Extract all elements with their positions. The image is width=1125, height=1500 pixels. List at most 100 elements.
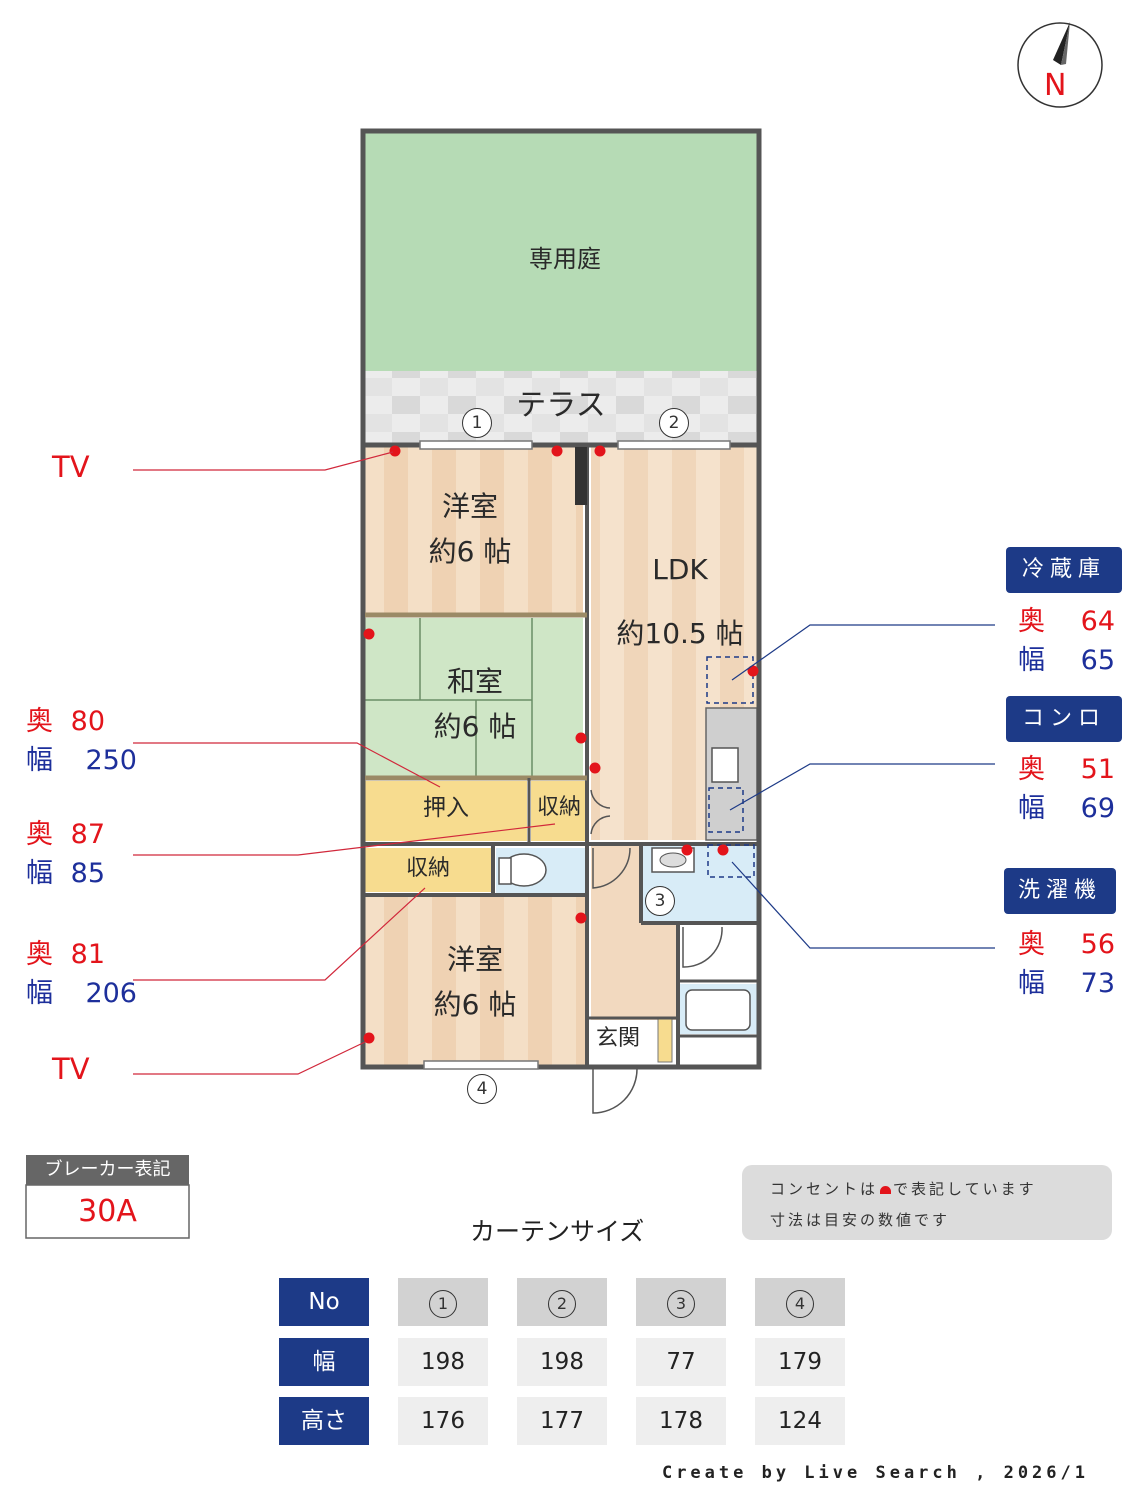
storage-2 bbox=[365, 848, 491, 892]
width-value: 73 bbox=[1080, 968, 1115, 999]
window-number-1: 1 bbox=[462, 408, 492, 438]
row-header-height: 高さ bbox=[279, 1397, 369, 1445]
storage-2-label: 収納 bbox=[405, 856, 450, 881]
garden-label: 専用庭 bbox=[529, 245, 601, 273]
curtain-no-value: 4 bbox=[786, 1290, 814, 1318]
curtain-no-value: 1 bbox=[429, 1290, 457, 1318]
western-room-2 bbox=[365, 897, 587, 1065]
depth-label: 奥 bbox=[26, 706, 53, 737]
width-label: 幅 bbox=[26, 978, 53, 1009]
curtain-no-4: 4 bbox=[755, 1278, 845, 1326]
oshiire-dimensions: 奥 80 幅 250 bbox=[26, 702, 137, 780]
room-size: 約6 帖 bbox=[433, 987, 517, 1021]
depth-value: 56 bbox=[1080, 929, 1115, 960]
window-number-2: 2 bbox=[659, 408, 689, 438]
curtain-height-2: 177 bbox=[517, 1397, 607, 1445]
terrace-area bbox=[365, 371, 757, 443]
outlet-markers bbox=[363, 445, 759, 1044]
curtain-no-3: 3 bbox=[636, 1278, 726, 1326]
depth-value: 80 bbox=[70, 706, 105, 737]
curtain-no-value: 2 bbox=[548, 1290, 576, 1318]
curtain-width-3: 77 bbox=[636, 1338, 726, 1386]
notes-text: コンセントは bbox=[770, 1180, 879, 1198]
depth-label: 奥 bbox=[1018, 754, 1045, 785]
washer-dimensions: 奥 56 幅 73 bbox=[1018, 925, 1115, 1003]
depth-label: 奥 bbox=[26, 939, 53, 970]
western-room-1 bbox=[365, 447, 583, 613]
notes-text: で表記しています bbox=[893, 1180, 1037, 1198]
washitsu-label: 和室 約6 帖 bbox=[370, 660, 580, 750]
utility-room bbox=[680, 927, 757, 979]
washer-badge: 洗濯機 bbox=[1004, 868, 1116, 914]
storage-dimensions: 奥 87 幅 85 bbox=[26, 815, 105, 893]
stove-slot bbox=[708, 787, 744, 833]
depth-value: 87 bbox=[70, 819, 105, 850]
stove-dimensions: 奥 51 幅 69 bbox=[1018, 750, 1115, 828]
garden-area bbox=[365, 133, 757, 371]
curtain-no-1: 1 bbox=[398, 1278, 488, 1326]
breaker-label: ブレーカー表記 bbox=[44, 1159, 171, 1180]
compass-label: N bbox=[1044, 68, 1067, 103]
width-label: 幅 bbox=[1018, 793, 1045, 824]
room-size: 約6 帖 bbox=[433, 709, 517, 743]
depth-label: 奥 bbox=[26, 819, 53, 850]
washitsu-room bbox=[365, 618, 583, 776]
room-size: 約6 帖 bbox=[428, 534, 512, 568]
width-label: 幅 bbox=[1018, 645, 1045, 676]
washer-slot bbox=[707, 844, 755, 878]
room-size: 約10.5 帖 bbox=[616, 617, 744, 651]
depth-value: 81 bbox=[70, 939, 105, 970]
tv-label-top: TV bbox=[52, 450, 90, 484]
window-number-4: 4 bbox=[467, 1074, 497, 1104]
curtain-width-1: 198 bbox=[398, 1338, 488, 1386]
width-value: 85 bbox=[70, 858, 105, 889]
curtain-no-2: 2 bbox=[517, 1278, 607, 1326]
notes-line-2: 寸法は目安の数値です bbox=[770, 1211, 951, 1229]
storage-1 bbox=[531, 781, 587, 841]
oshiire-label: 押入 bbox=[423, 795, 469, 821]
fridge-slot bbox=[706, 656, 754, 704]
western-room-2-label: 洋室 約6 帖 bbox=[370, 938, 580, 1028]
stove-badge: コンロ bbox=[1006, 696, 1122, 742]
footer-credit: Create by Live Search , 2026/1 bbox=[661, 1463, 1089, 1483]
western-closet-dimensions: 奥 81 幅 206 bbox=[26, 935, 137, 1013]
depth-label: 奥 bbox=[1018, 606, 1045, 637]
width-value: 206 bbox=[85, 978, 137, 1009]
width-value: 69 bbox=[1080, 793, 1115, 824]
western-room-1-label: 洋室 約6 帖 bbox=[365, 485, 575, 575]
width-label: 幅 bbox=[26, 745, 53, 776]
depth-label: 奥 bbox=[1018, 929, 1045, 960]
breaker-value: 30A bbox=[78, 1194, 137, 1229]
storage-1-label: 収納 bbox=[536, 795, 581, 820]
curtain-height-1: 176 bbox=[398, 1397, 488, 1445]
terrace-label: テラス bbox=[516, 388, 606, 423]
room-name: 洋室 bbox=[441, 490, 498, 523]
room-name: 洋室 bbox=[446, 943, 503, 976]
outlet-legend-icon bbox=[880, 1186, 892, 1194]
row-header-no: No bbox=[279, 1278, 369, 1326]
fridge-badge: 冷蔵庫 bbox=[1006, 547, 1122, 593]
entrance-label: 玄関 bbox=[595, 1026, 640, 1051]
width-value: 250 bbox=[85, 745, 137, 776]
notes-line-1: コンセントはで表記しています bbox=[770, 1178, 1037, 1199]
curtain-title: カーテンサイズ bbox=[470, 1217, 645, 1246]
compass-icon bbox=[1017, 22, 1103, 108]
curtain-width-4: 179 bbox=[755, 1338, 845, 1386]
curtain-height-4: 124 bbox=[755, 1397, 845, 1445]
room-name: LDK bbox=[652, 553, 708, 586]
ldk-label: LDK 約10.5 帖 bbox=[605, 538, 755, 667]
window-number-3: 3 bbox=[645, 886, 675, 916]
curtain-no-value: 3 bbox=[667, 1290, 695, 1318]
fridge-dimensions: 奥 64 幅 65 bbox=[1018, 602, 1115, 680]
depth-value: 64 bbox=[1080, 606, 1115, 637]
room-name: 和室 bbox=[446, 665, 503, 698]
curtain-width-2: 198 bbox=[517, 1338, 607, 1386]
depth-value: 51 bbox=[1080, 754, 1115, 785]
width-value: 65 bbox=[1080, 645, 1115, 676]
width-label: 幅 bbox=[26, 858, 53, 889]
tv-label-bottom: TV bbox=[52, 1052, 90, 1086]
curtain-height-3: 178 bbox=[636, 1397, 726, 1445]
row-header-width: 幅 bbox=[279, 1338, 369, 1386]
width-label: 幅 bbox=[1018, 968, 1045, 999]
